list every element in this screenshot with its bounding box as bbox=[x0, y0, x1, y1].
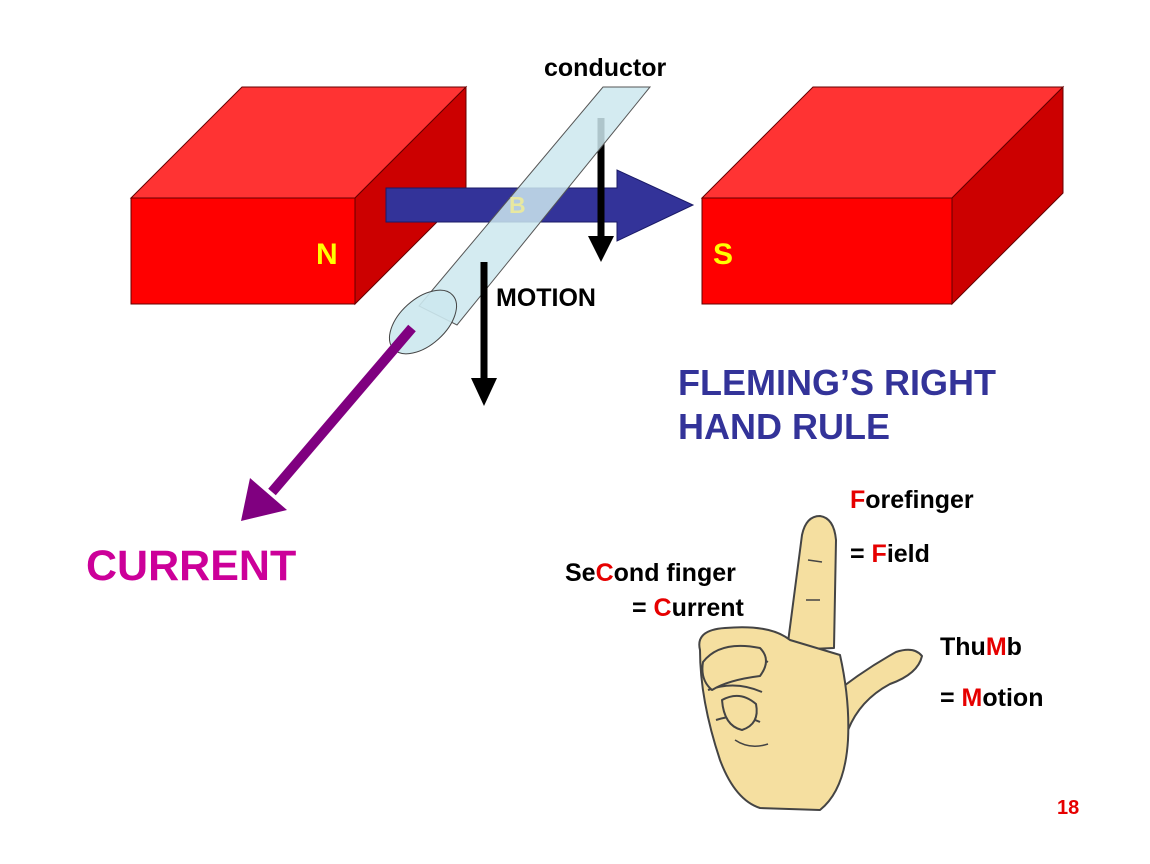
motion-text: otion bbox=[982, 684, 1044, 712]
current-arrow bbox=[241, 324, 416, 521]
forefinger-text: orefinger bbox=[865, 486, 974, 514]
conductor-label: conductor bbox=[544, 54, 667, 82]
motion-prefix: = bbox=[940, 684, 962, 712]
south-magnet bbox=[700, 85, 1065, 306]
hand-illustration bbox=[698, 515, 923, 811]
finger-crease bbox=[734, 559, 823, 747]
current-letter: C bbox=[653, 594, 672, 622]
south-pole-label: S bbox=[713, 238, 734, 271]
current-prefix: = bbox=[632, 594, 654, 622]
forefinger-shape bbox=[786, 515, 837, 651]
second-finger-letter: C bbox=[595, 559, 614, 587]
second-finger-label: SeCond finger bbox=[565, 559, 736, 588]
current-equation-label: = Current bbox=[632, 594, 744, 623]
thumb-text: b bbox=[1006, 633, 1022, 661]
motion-arrow-lower bbox=[471, 262, 497, 406]
forefinger-letter: F bbox=[850, 486, 866, 514]
north-magnet bbox=[129, 85, 468, 306]
page-number: 18 bbox=[1057, 797, 1080, 819]
thumb-label: ThuMb bbox=[940, 633, 1022, 662]
thumb-letter: M bbox=[985, 633, 1007, 661]
title-line-2: HAND RULE bbox=[678, 406, 890, 447]
second-finger-start: Se bbox=[565, 559, 596, 587]
south-magnet-front bbox=[701, 197, 953, 305]
motion-equation-label: = Motion bbox=[940, 684, 1043, 713]
fingertip-shape bbox=[721, 694, 758, 731]
curled-fingers bbox=[701, 644, 767, 691]
current-label: CURRENT bbox=[86, 542, 297, 590]
title-line-1: FLEMING’S RIGHT bbox=[678, 362, 996, 403]
field-letter: F bbox=[871, 540, 887, 568]
field-prefix: = bbox=[850, 540, 872, 568]
thumb-shape bbox=[825, 648, 923, 731]
north-magnet-front bbox=[130, 197, 356, 305]
motion-label: MOTION bbox=[496, 284, 596, 312]
field-label: B bbox=[509, 192, 526, 218]
second-finger-text: ond finger bbox=[613, 559, 736, 587]
field-text: ield bbox=[886, 540, 930, 568]
north-pole-label: N bbox=[316, 238, 338, 271]
forefinger-label: Forefinger bbox=[850, 486, 974, 515]
field-equation-label: = Field bbox=[850, 540, 930, 569]
motion-letter: M bbox=[961, 684, 983, 712]
current-text: urrent bbox=[671, 594, 744, 622]
thumb-start: Thu bbox=[940, 633, 986, 661]
